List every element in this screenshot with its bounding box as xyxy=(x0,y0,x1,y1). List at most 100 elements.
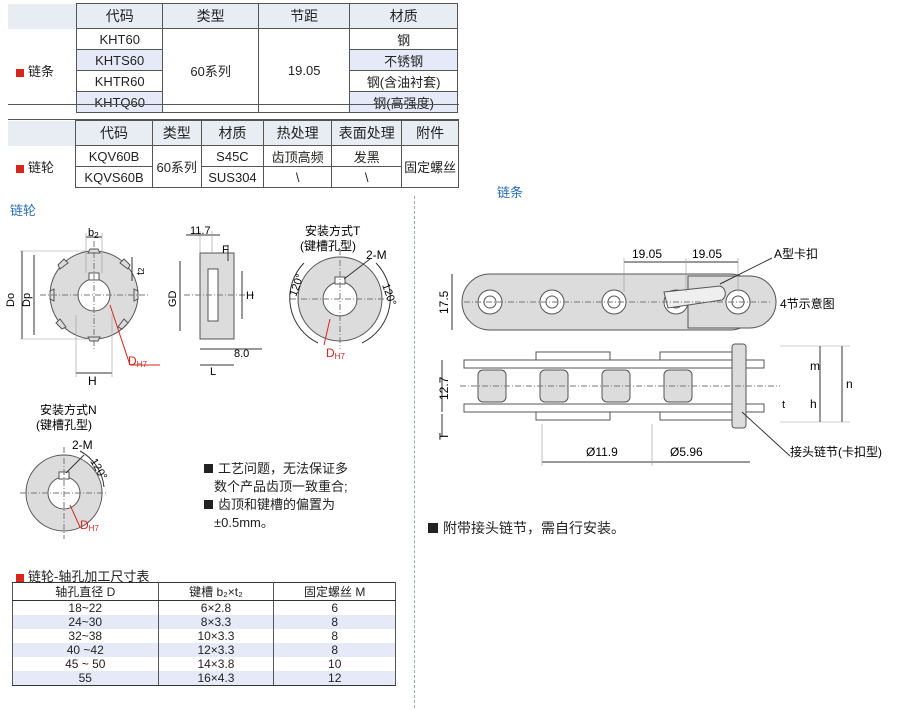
sprocket-header-material: 材质 xyxy=(200,120,265,146)
sprocket-code-cell: KQV60B xyxy=(75,145,153,167)
chain-material-cell: 钢(高强度) xyxy=(349,91,458,113)
chain-header-type: 类型 xyxy=(162,3,260,29)
chain-top-view xyxy=(451,257,777,331)
sprocket-header-accessory: 附件 xyxy=(401,120,459,146)
front-h-label: H xyxy=(88,374,97,388)
d5-96-label: Ø5.96 xyxy=(670,445,703,459)
sprocket-front-view xyxy=(20,233,160,377)
chain-note: 附带接头链节，需自行安装。 xyxy=(428,518,625,538)
clip-label: A型卡扣 xyxy=(774,247,818,261)
mount-t-subtitle: (键槽孔型) xyxy=(300,239,356,253)
h17-5-label: 17.5 xyxy=(437,290,451,314)
mount-n-view xyxy=(20,447,108,539)
joint-label: 接头链节(卡扣型) xyxy=(790,444,882,459)
red-square-icon xyxy=(16,164,24,173)
shaft-header-screw: 固定螺丝 M xyxy=(273,582,396,601)
side-8-0-label: 8.0 xyxy=(234,348,249,360)
chain-material-cell: 钢(含油衬套) xyxy=(349,70,458,92)
mount-t-2m-label: 2-M xyxy=(366,248,387,262)
mount-n-title: 安装方式N xyxy=(40,402,97,417)
dp-label: Dp xyxy=(21,293,33,307)
chain-side-view xyxy=(441,343,850,466)
b2-label: b2 xyxy=(88,227,99,240)
shaft-header-diameter: 轴孔直径 D xyxy=(12,582,159,601)
t-small-label: t xyxy=(782,399,785,411)
chain-code-cell: KHTS60 xyxy=(76,49,164,71)
four-links-label: 4节示意图 xyxy=(780,296,835,311)
chain-pitch-cell: 19.05 xyxy=(258,28,351,113)
chain-type-cell: 60系列 xyxy=(162,28,260,113)
chain-code-cell: KHT60 xyxy=(76,28,164,50)
sprocket-material-cell: SUS304 xyxy=(200,166,265,188)
chain-side-label: 链条 xyxy=(8,28,78,113)
mount-t-title: 安装方式T xyxy=(305,223,361,238)
side-h-label: H xyxy=(246,290,254,302)
section-divider xyxy=(414,196,415,708)
side-f-label: F xyxy=(222,244,229,256)
sprocket-code-cell: KQVS60B xyxy=(75,166,153,188)
chain-header-pitch: 节距 xyxy=(258,3,351,29)
chain-spec-table: 代码 类型 节距 材质 链条 KHT60 60系列 19.05 钢 KHTS60… xyxy=(8,3,458,113)
sprocket-header-surface: 表面处理 xyxy=(331,120,403,146)
note-line-4: ±0.5mm。 xyxy=(214,515,274,530)
n-label: n xyxy=(846,377,853,391)
sprocket-type-cell: 60系列 xyxy=(151,145,202,188)
chain-material-cell: 不锈钢 xyxy=(349,49,458,71)
sprocket-header-type: 类型 xyxy=(151,120,202,146)
chain-code-cell: KHTR60 xyxy=(76,70,164,92)
sprocket-header-heat: 热处理 xyxy=(263,120,333,146)
table-separator xyxy=(8,104,459,120)
red-square-icon xyxy=(16,68,24,77)
t2-label: t2 xyxy=(135,267,147,275)
front-dh7-label: DH7 xyxy=(128,354,147,369)
sprocket-drawings: Do Dp b2 t2 H DH7 11.7 F GD H 8.0 L 安装方式… xyxy=(5,223,398,539)
sprocket-heat-cell: \ xyxy=(263,166,333,188)
note-line-3: 齿顶和键槽的偏置为 xyxy=(218,497,336,512)
chain-drawings: 19.05 19.05 A型卡扣 17.5 4节示意图 12.7 T m n h… xyxy=(437,247,882,466)
sprocket-accessory-cell: 固定螺丝 xyxy=(401,145,459,188)
chain-code-cell: KHTQ60 xyxy=(76,91,164,113)
mount-n-dh7-label: DH7 xyxy=(80,518,99,533)
chain-header-code: 代码 xyxy=(76,3,164,29)
t-label: T xyxy=(437,432,451,440)
sprocket-side-label: 链轮 xyxy=(8,145,77,188)
mount-n-2m-label: 2-M xyxy=(72,438,93,452)
sprocket-heat-cell: 齿顶高频 xyxy=(263,145,333,167)
pitch-b-label: 19.05 xyxy=(692,247,722,261)
h12-7-label: 12.7 xyxy=(437,376,451,400)
chain-material-cell: 钢 xyxy=(349,28,458,50)
red-square-icon xyxy=(16,573,24,582)
bullet-square-icon xyxy=(204,464,213,473)
side-gd-label: GD xyxy=(167,290,179,307)
sprocket-material-cell: S45C xyxy=(200,145,265,167)
chain-header-material: 材质 xyxy=(349,3,458,29)
sprocket-surface-cell: \ xyxy=(331,166,403,188)
sprocket-table-corner xyxy=(8,120,77,146)
d11-9-label: Ø11.9 xyxy=(586,445,618,459)
process-notes: 工艺问题，无法保证多 数个产品齿顶一致重合; 齿顶和键槽的偏置为 ±0.5mm。 xyxy=(204,460,348,532)
shaft-table-title: 链轮-轴孔加工尺寸表 xyxy=(16,566,149,585)
h-label: h xyxy=(810,397,817,411)
mount-t-view xyxy=(289,249,391,349)
bullet-square-icon xyxy=(204,500,213,509)
sprocket-spec-table: 代码 类型 材质 热处理 表面处理 附件 链轮 KQV60B 60系列 S45C… xyxy=(8,120,459,188)
m-label: m xyxy=(810,359,820,373)
chain-caption: 链条 xyxy=(497,185,524,200)
mount-t-dh7-label: DH7 xyxy=(326,346,345,361)
sprocket-header-code: 代码 xyxy=(75,120,153,146)
side-11-7-label: 11.7 xyxy=(190,225,211,237)
note-line-2: 数个产品齿顶一致重合; xyxy=(214,479,348,494)
chain-table-corner xyxy=(8,3,78,29)
note-line-1: 工艺问题，无法保证多 xyxy=(218,461,349,476)
side-l-label: L xyxy=(210,366,216,378)
sprocket-caption: 链轮 xyxy=(10,203,37,218)
shaft-header-keyway: 键槽 b₂×t₂ xyxy=(157,582,275,601)
pitch-a-label: 19.05 xyxy=(632,247,662,261)
mount-n-subtitle: (键槽孔型) xyxy=(36,418,92,432)
